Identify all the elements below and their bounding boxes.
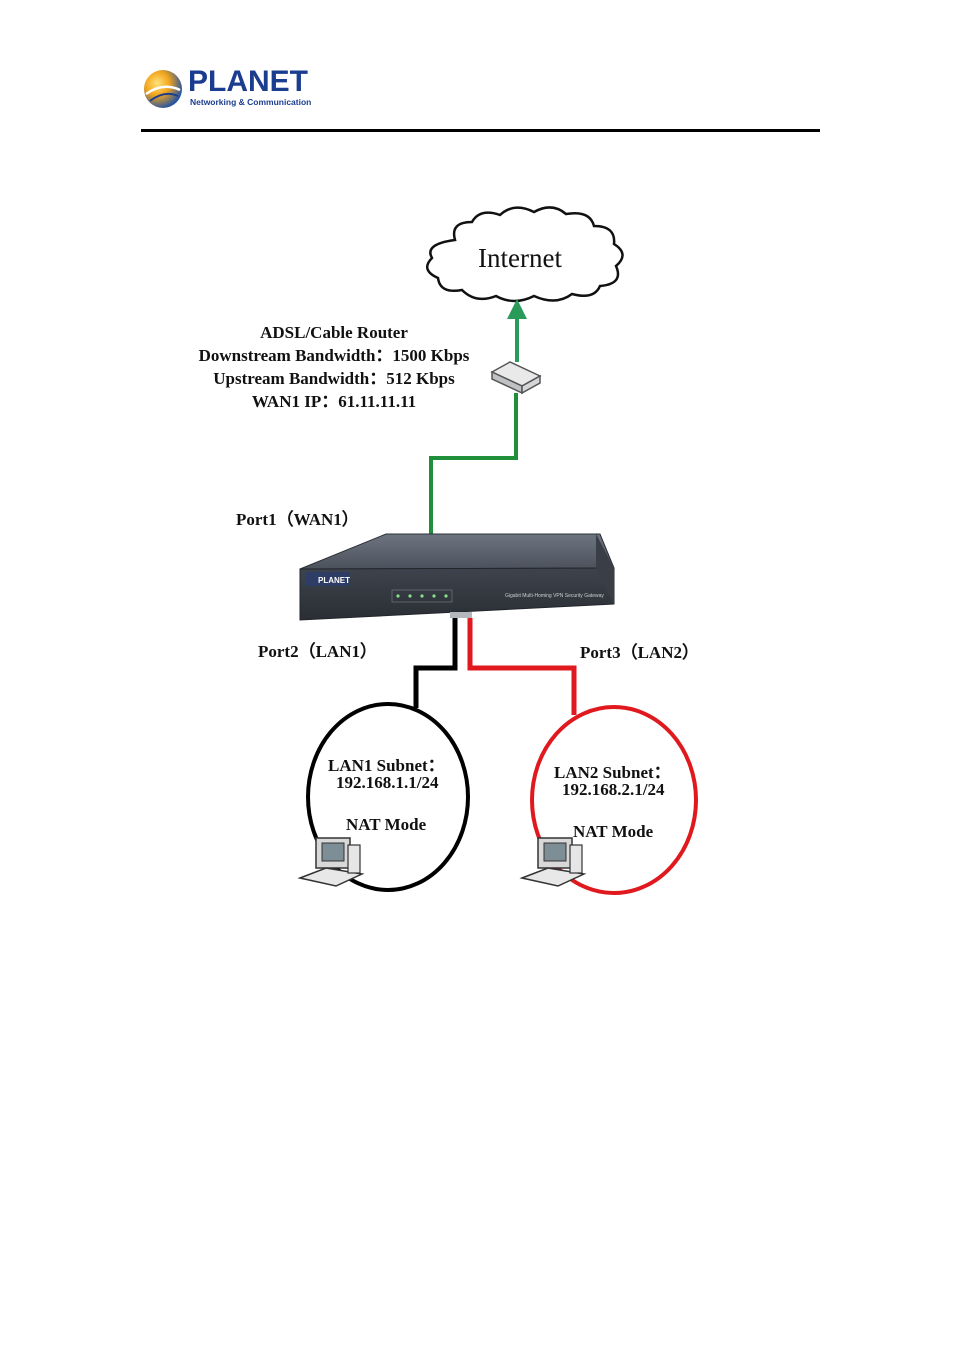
page-header: PLANET Networking & Communication — [0, 0, 954, 140]
router-info: ADSL/Cable Router Downstream Bandwidth：1… — [186, 321, 482, 413]
brand-name: PLANET — [188, 65, 308, 98]
internet-label: Internet — [478, 243, 562, 273]
lan1-subnet-label: LAN1 Subnet： — [328, 756, 445, 775]
port2-label: Port2（LAN1） — [258, 642, 377, 661]
gateway-brand: PLANET — [318, 576, 350, 585]
router-upstream: Upstream Bandwidth：512 Kbps — [213, 369, 455, 388]
lan2-subnet-label: LAN2 Subnet： — [554, 763, 671, 782]
lan1-mode: NAT Mode — [346, 815, 427, 834]
lan2-computer-icon — [519, 837, 587, 887]
lan1-computer-icon — [297, 837, 365, 887]
lan2-subnet-value: 192.168.2.1/24 — [562, 780, 665, 799]
wan1-link — [429, 393, 518, 545]
lan2-zone — [530, 705, 698, 895]
internet-cloud — [425, 206, 624, 303]
adsl-router-icon — [490, 361, 542, 395]
vpn-gateway-device: PLANET Gigabit Multi-Homing VPN Security… — [299, 533, 615, 621]
port1-label: Port1（WAN1） — [236, 510, 359, 529]
lan1-link — [413, 618, 458, 708]
gateway-led-panel — [391, 589, 453, 603]
router-title: ADSL/Cable Router — [260, 323, 408, 342]
lan2-mode: NAT Mode — [573, 822, 654, 841]
port3-label: Port3（LAN2） — [580, 643, 699, 662]
router-downstream: Downstream Bandwidth：1500 Kbps — [198, 346, 470, 365]
gateway-model-text: Gigabit Multi-Homing VPN Security Gatewa… — [505, 593, 604, 599]
planet-logo: PLANET Networking & Communication — [142, 66, 312, 114]
router-wan-ip: WAN1 IP：61.11.11.11 — [251, 392, 417, 411]
globe-icon — [144, 70, 182, 108]
lan1-subnet-value: 192.168.1.1/24 — [336, 773, 439, 792]
lan1-zone — [306, 702, 470, 892]
lan2-link — [467, 618, 577, 715]
header-divider — [141, 129, 820, 132]
brand-tagline: Networking & Communication — [190, 97, 312, 107]
